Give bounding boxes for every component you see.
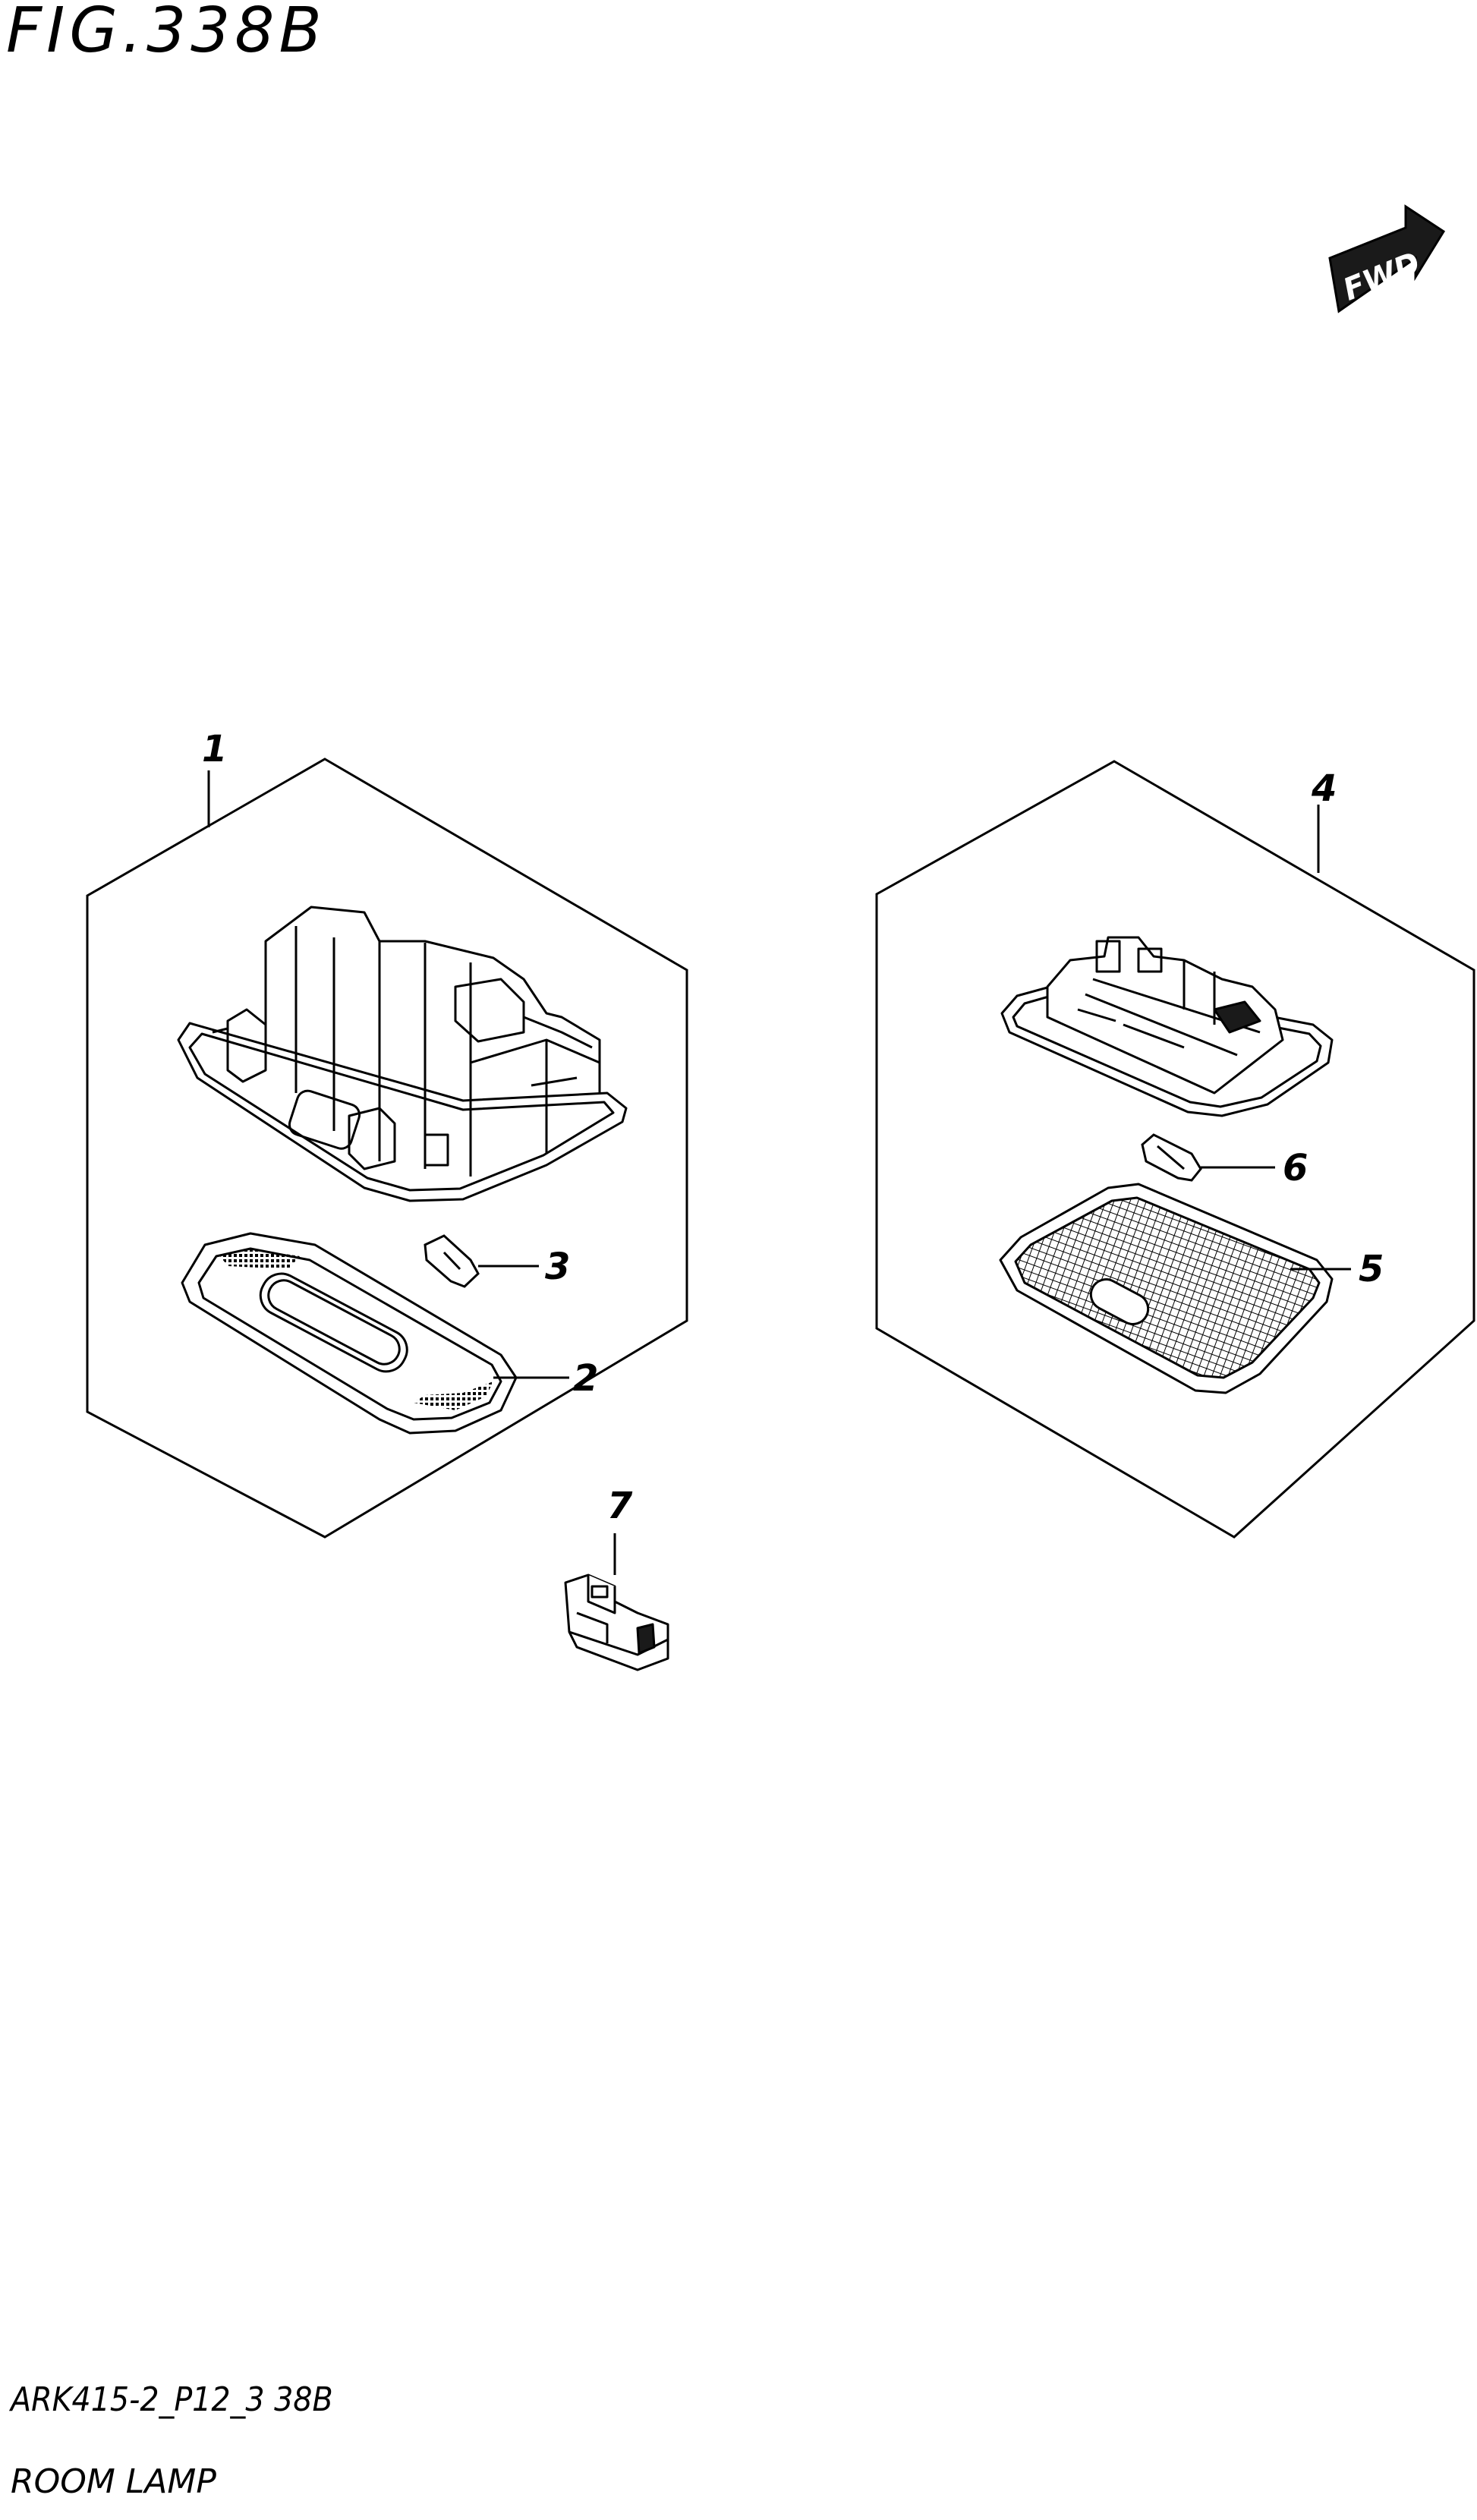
svg-text:6: 6 bbox=[1283, 1147, 1308, 1189]
group-1-hexagon bbox=[86, 758, 688, 1539]
figure-name: ROOM LAMP bbox=[11, 2462, 216, 2501]
svg-text:2: 2 bbox=[573, 1357, 598, 1400]
figure-title: FIG.338B bbox=[6, 0, 326, 67]
part-4-lamp-assembly bbox=[1000, 936, 1334, 1117]
svg-text:3: 3 bbox=[545, 1246, 570, 1288]
figure-code: ARK415-2_P12_3 38B bbox=[11, 2380, 333, 2419]
svg-text:4: 4 bbox=[1311, 767, 1337, 810]
fwd-arrow-icon: FWD bbox=[1328, 204, 1446, 313]
callout-4: 4 bbox=[1311, 767, 1337, 873]
svg-text:5: 5 bbox=[1359, 1248, 1384, 1290]
group-4-hexagon bbox=[875, 760, 1475, 1539]
part-3-bulb bbox=[424, 1234, 480, 1288]
svg-text:7: 7 bbox=[607, 1485, 633, 1527]
callout-6: 6 bbox=[1201, 1147, 1308, 1189]
part-5-lens-cover bbox=[999, 1183, 1334, 1394]
part-1-lamp-housing bbox=[177, 906, 628, 1202]
part-6-bulb bbox=[1141, 1133, 1202, 1182]
callout-7: 7 bbox=[607, 1485, 633, 1575]
part-7-switch bbox=[564, 1573, 669, 1671]
svg-text:1: 1 bbox=[202, 728, 227, 770]
callout-5: 5 bbox=[1290, 1248, 1384, 1290]
callout-1: 1 bbox=[202, 728, 227, 827]
part-2-lens-cover bbox=[181, 1232, 518, 1435]
callout-2: 2 bbox=[493, 1357, 598, 1400]
callout-3: 3 bbox=[478, 1246, 570, 1288]
